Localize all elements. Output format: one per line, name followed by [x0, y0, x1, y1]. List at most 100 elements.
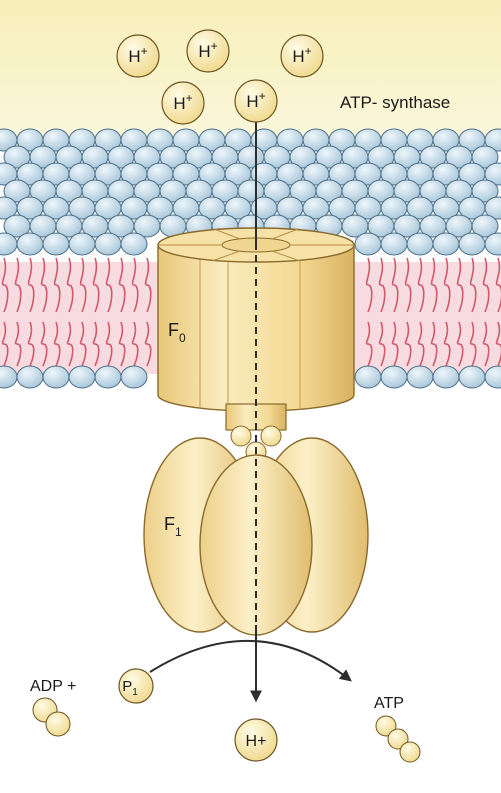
svg-text:H+: H+ [292, 44, 311, 66]
lipid-tail [456, 257, 464, 313]
phospholipid-head [380, 232, 408, 256]
lipid-tail [495, 321, 501, 367]
lipid-tail [40, 257, 48, 313]
phospholipid-head [471, 214, 499, 238]
reactants: ADP + P1 [30, 668, 154, 737]
lipid-tail [105, 257, 113, 313]
svg-text:H+: H+ [128, 44, 147, 66]
phospholipid-head [120, 365, 148, 389]
lipid-tail [27, 257, 35, 313]
adp-molecule-icon [32, 697, 71, 737]
phospholipid-head [484, 365, 501, 389]
svg-text:H+: H+ [173, 91, 192, 113]
phospholipid-head [484, 162, 501, 186]
lipid-tail [144, 321, 152, 367]
lipid-tail [391, 257, 399, 313]
lipid-tail [14, 257, 22, 313]
reaction-arrow [149, 640, 352, 682]
atp-molecule-icon [375, 715, 421, 763]
extracellular-space [0, 0, 501, 150]
lipid-tail [118, 257, 126, 313]
phospholipid-head [432, 365, 460, 389]
product: ATP [374, 695, 421, 763]
proton-ion: H+ [280, 34, 324, 78]
phospholipid-head [16, 232, 44, 256]
lipid-tail [391, 321, 399, 367]
lipid-tail [131, 257, 139, 313]
lipid-tail [92, 321, 100, 367]
lipid-tail [417, 321, 425, 367]
atp-label: ATP [374, 695, 404, 712]
phospholipid-head [484, 196, 501, 220]
adp-plus-label: ADP + [30, 678, 76, 695]
phospholipid-head [68, 232, 96, 256]
phospholipid-head [120, 232, 148, 256]
proton-ion: H+ [186, 29, 230, 73]
lipid-tail [14, 321, 22, 367]
lipid-tail [365, 257, 373, 313]
phospholipid-head [406, 232, 434, 256]
lipid-tail [482, 257, 490, 313]
svg-text:P1: P1 [122, 678, 138, 698]
svg-text:H+: H+ [246, 89, 265, 111]
phospholipid-head [42, 365, 70, 389]
lipid-tail [430, 321, 438, 367]
phospholipid-head [354, 365, 382, 389]
proton-ion: H+ [116, 34, 160, 78]
phospholipid-head [471, 145, 499, 169]
lipid-tail [404, 321, 412, 367]
lipid-tail [131, 321, 139, 367]
lipid-tail [27, 321, 35, 367]
phospholipid-head [432, 232, 460, 256]
lipid-tail [430, 257, 438, 313]
lipid-tail [365, 321, 373, 367]
lipid-tails [1, 257, 501, 367]
lipid-tail [144, 257, 152, 313]
lipid-tail [66, 321, 74, 367]
lipid-tail [1, 321, 9, 367]
lipid-tail [53, 257, 61, 313]
lipid-tail [79, 321, 87, 367]
phospholipid-head [380, 365, 408, 389]
lipid-tail [443, 321, 451, 367]
proton-ion: H+ [234, 79, 278, 123]
lipid-tail [495, 257, 501, 313]
lipid-tail [66, 257, 74, 313]
phospholipid-head [94, 232, 122, 256]
phospholipid-head [94, 365, 122, 389]
proton-group-top: H+ H+ H+ H+ H+ [116, 29, 324, 125]
phosphate-ion: P1 [118, 668, 154, 704]
lipid-tail [417, 257, 425, 313]
lipid-tail [53, 321, 61, 367]
proton-ion-released: H+ [234, 718, 278, 762]
lipid-tail [79, 257, 87, 313]
phospholipid-head [354, 232, 382, 256]
lipid-tail [105, 321, 113, 367]
f1-label: F1 [164, 514, 182, 539]
phospholipid-head [484, 232, 501, 256]
phospholipid-head [458, 232, 486, 256]
phospholipid-head [16, 365, 44, 389]
svg-text:H+: H+ [198, 39, 217, 61]
diagram-title: ATP- synthase [340, 93, 450, 112]
lipid-tail [404, 257, 412, 313]
lipid-tail [482, 321, 490, 367]
f0-label: F0 [168, 320, 186, 345]
phospholipid-head [42, 232, 70, 256]
phospholipid-head [68, 365, 96, 389]
phospholipid-head [484, 128, 501, 152]
lipid-tail [92, 257, 100, 313]
lipid-tail [469, 321, 477, 367]
proton-ion: H+ [161, 81, 205, 125]
lipid-tail [118, 321, 126, 367]
phospholipid-head [406, 365, 434, 389]
lipid-tail [443, 257, 451, 313]
phospholipid-head [458, 365, 486, 389]
lipid-tail [40, 321, 48, 367]
lipid-tail [469, 257, 477, 313]
phospholipid-head [471, 179, 499, 203]
lipid-tail [378, 321, 386, 367]
lipid-tail [456, 321, 464, 367]
